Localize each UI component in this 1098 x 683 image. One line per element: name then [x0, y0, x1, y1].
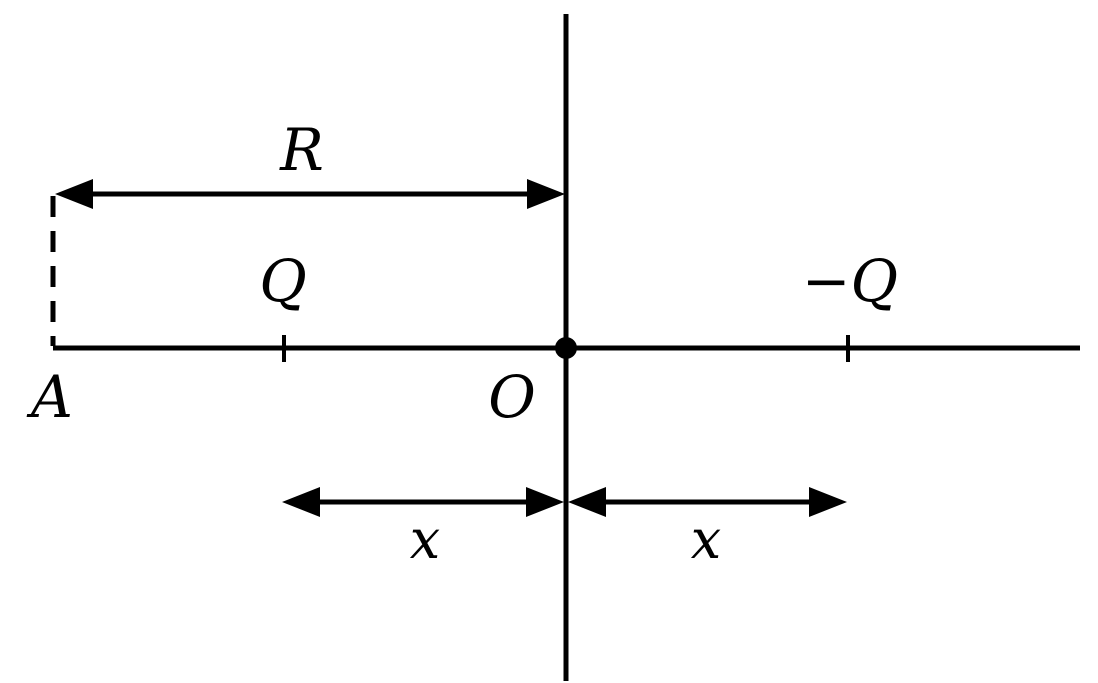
left-distance-label: x [410, 508, 440, 571]
radius-arrow [55, 179, 565, 209]
left-charge-label: Q [259, 247, 307, 315]
origin-label: O [488, 363, 536, 431]
right-distance-arrow [568, 487, 847, 517]
origin-dot [555, 337, 577, 359]
radius-label: R [279, 116, 324, 184]
arrowhead-right-icon [527, 179, 565, 209]
arrowhead-right-icon [526, 487, 564, 517]
left-distance-arrow [282, 487, 564, 517]
point-a-label: A [26, 363, 73, 431]
right-distance-label: x [691, 508, 721, 571]
arrowhead-left-icon [568, 487, 606, 517]
arrowhead-right-icon [809, 487, 847, 517]
arrowhead-left-icon [282, 487, 320, 517]
right-charge-label: −Q [802, 247, 898, 315]
arrowhead-left-icon [55, 179, 93, 209]
